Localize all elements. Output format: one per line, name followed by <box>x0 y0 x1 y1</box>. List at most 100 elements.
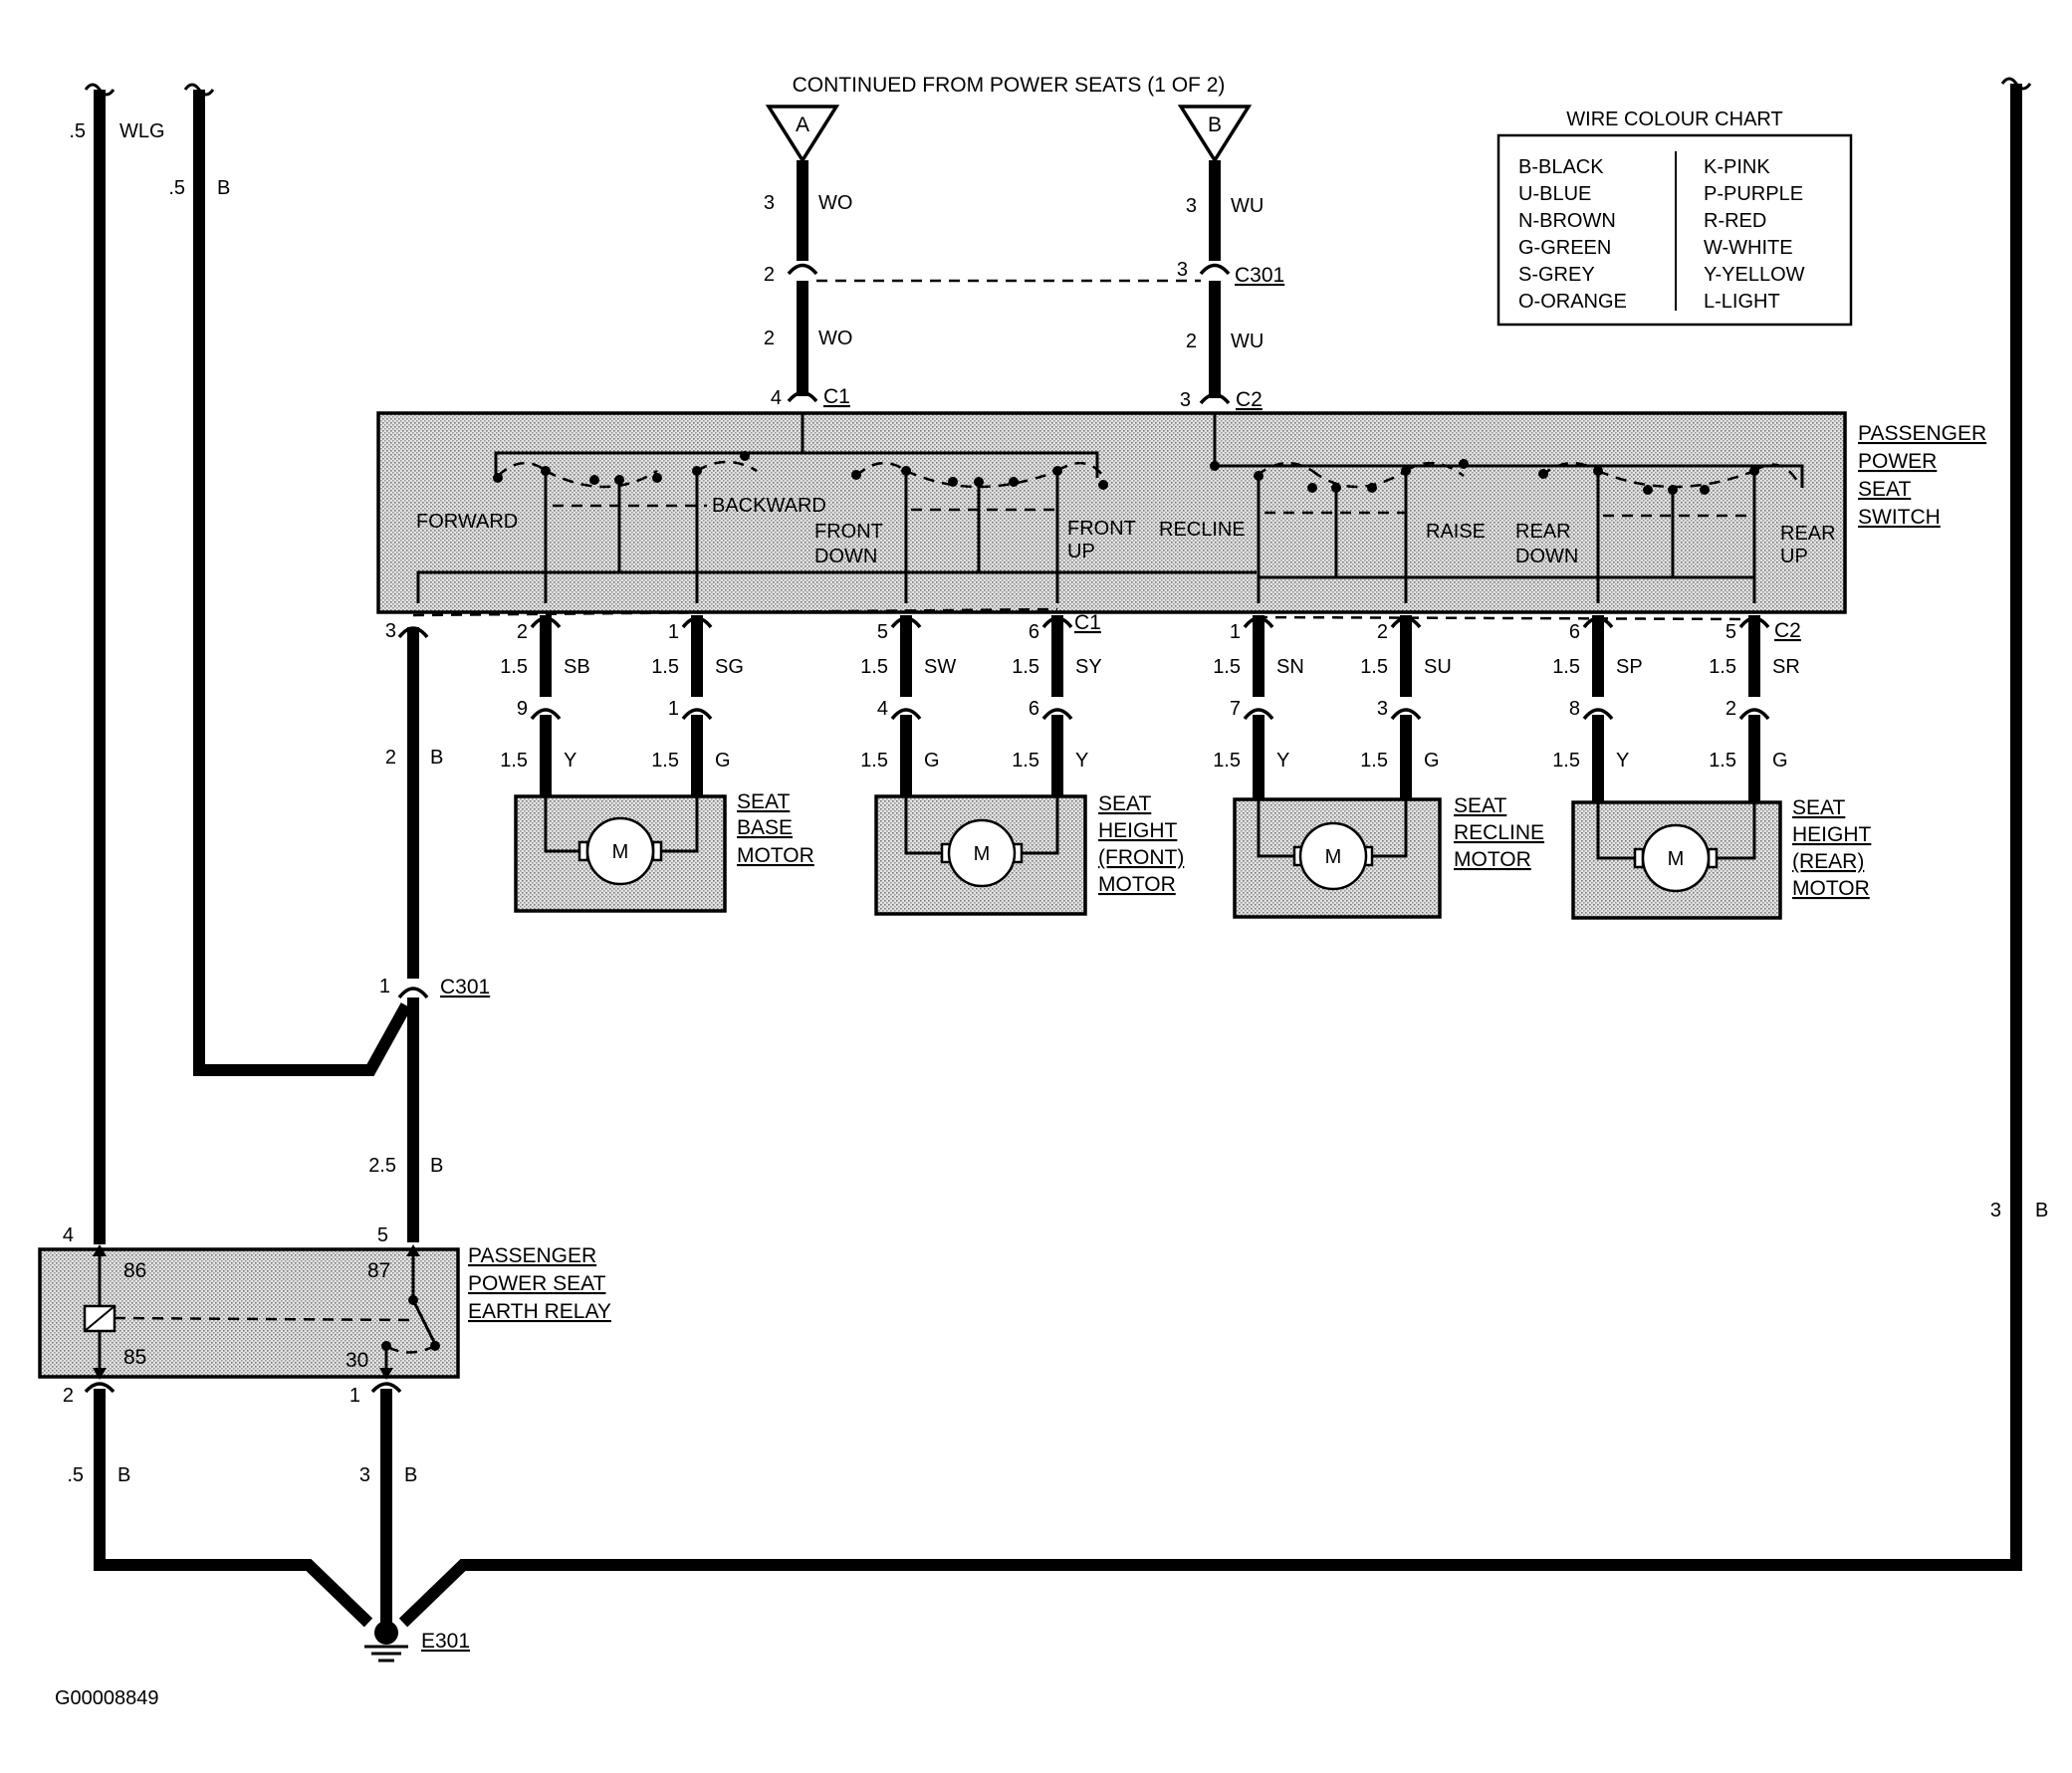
switch-name-label: PASSENGER POWER SEAT SWITCH <box>1858 422 1986 529</box>
colour-chart-entry: L-LIGHT <box>1704 291 1780 313</box>
seat-base-motor-label: SEAT BASE MOTOR <box>737 790 814 867</box>
output-color: SB <box>564 656 590 678</box>
motor-conn-pin: 2 <box>1726 698 1736 720</box>
switch-name-line: SEAT <box>1858 478 1911 501</box>
output-pin: 6 <box>1029 621 1039 643</box>
output-color: SR <box>1772 656 1800 678</box>
output-gauge: 1.5 <box>500 656 528 678</box>
ground-left-color: B <box>117 1464 130 1486</box>
output-color: SP <box>1616 656 1643 678</box>
c301-left-label: C301 <box>440 976 490 998</box>
terminal-b: B <box>1177 105 1253 164</box>
wire-switch-ground: 3 2 B 1 C301 2.5 B <box>368 620 490 1242</box>
motor-label-line: SEAT <box>1454 794 1506 817</box>
motor-gauge: 1.5 <box>860 750 888 772</box>
colour-chart-entry: P-PURPLE <box>1704 183 1803 205</box>
ground-mid-color: B <box>404 1464 417 1486</box>
output-color: SG <box>715 656 744 678</box>
motor-label-line: MOTOR <box>1792 877 1870 900</box>
colour-chart-entry: S-GREY <box>1518 264 1595 286</box>
label-front-down: FRONT <box>814 521 883 543</box>
output-gauge: 1.5 <box>1552 656 1580 678</box>
relay-terminal-86: 86 <box>123 1259 146 1282</box>
c301-left-pin: 2 <box>764 264 775 286</box>
motor-color: Y <box>1616 750 1629 772</box>
motor-conn-pin: 7 <box>1230 698 1241 720</box>
colour-chart-entry: G-GREEN <box>1518 237 1611 259</box>
terminal-a-label: A <box>796 113 809 136</box>
mid-gauge: 2.5 <box>368 1155 396 1177</box>
label-rear-down: REAR <box>1515 521 1571 543</box>
colour-chart-entry: Y-YELLOW <box>1704 264 1805 286</box>
motor-gauge: 1.5 <box>1012 750 1039 772</box>
output-gauge: 1.5 <box>1012 656 1039 678</box>
switch-out-pin: 3 <box>385 620 396 642</box>
motor-label-line: BASE <box>737 816 793 839</box>
wire-b-color: WU <box>1231 195 1264 217</box>
motor-label-line: (FRONT) <box>1098 846 1184 869</box>
output-color: SU <box>1424 656 1452 678</box>
motor-conn-pin: 6 <box>1029 698 1039 720</box>
label-rear-down: DOWN <box>1515 546 1578 567</box>
switch-out-gauge: 2 <box>385 747 396 769</box>
motor-symbol: M <box>1668 848 1685 870</box>
top-wire-b: 3 WU 3 C301 2 WU 3 C2 <box>1177 160 1284 411</box>
output-pin: 2 <box>1377 621 1388 643</box>
ground-label: E301 <box>421 1630 470 1653</box>
c301-top-label: C301 <box>1235 264 1284 287</box>
label-rear-up: UP <box>1780 546 1808 567</box>
colour-chart-title: WIRE COLOUR CHART <box>1566 109 1782 130</box>
label-front-up: UP <box>1067 541 1095 562</box>
right-color: B <box>2035 1200 2048 1221</box>
ground-symbol-icon <box>364 1621 408 1662</box>
wire-b-pin: 3 <box>1186 195 1197 217</box>
relay-pin-2: 2 <box>63 1385 74 1407</box>
c301-right-pin: 3 <box>1177 259 1188 281</box>
relay-terminal-30: 30 <box>345 1349 368 1372</box>
motor-label-line: (REAR) <box>1792 850 1864 873</box>
output-pin: 2 <box>517 621 528 643</box>
c2-top-pin: 3 <box>1180 389 1191 411</box>
motor-color: Y <box>564 750 576 772</box>
seat-recline-motor: M <box>1233 797 1442 919</box>
seat-height-rear-motor: M <box>1571 800 1782 920</box>
seat-height-front-motor: M <box>874 794 1087 916</box>
motor-gauge: 1.5 <box>500 750 528 772</box>
motor-label-line: MOTOR <box>1098 873 1176 896</box>
label-rear-up: REAR <box>1780 523 1836 545</box>
motor-color: G <box>1772 750 1788 772</box>
colour-chart-entry: K-PINK <box>1704 156 1770 178</box>
switch-name-line: PASSENGER <box>1858 422 1986 445</box>
seat-height-front-motor-label: SEAT HEIGHT (FRONT) MOTOR <box>1098 792 1184 896</box>
output-gauge: 1.5 <box>1213 656 1241 678</box>
motor-gauge: 1.5 <box>1360 750 1388 772</box>
relay-pin-5: 5 <box>377 1224 388 1246</box>
motor-conn-pin: 4 <box>877 698 888 720</box>
wire-a-low-pin: 2 <box>764 328 775 349</box>
wire-b-low-pin: 2 <box>1186 331 1197 352</box>
output-color: SY <box>1075 656 1102 678</box>
label-forward: FORWARD <box>416 511 518 533</box>
relay-pin-1: 1 <box>349 1385 360 1407</box>
output-color: SN <box>1276 656 1304 678</box>
output-gauge: 1.5 <box>1360 656 1388 678</box>
continued-from-label: CONTINUED FROM POWER SEATS (1 OF 2) <box>793 74 1226 97</box>
c1-bottom-label: C1 <box>1074 611 1101 634</box>
c1-bottom-link <box>412 607 1058 617</box>
motor-color: G <box>715 750 731 772</box>
wire-b-left: .5 B <box>168 83 412 1076</box>
right-gauge: 3 <box>1990 1200 2001 1221</box>
wire-b-low-color: WU <box>1231 331 1264 352</box>
output-pin: 1 <box>1230 621 1241 643</box>
wire-a-color: WO <box>818 192 852 214</box>
relay-name-label: PASSENGER POWER SEAT EARTH RELAY <box>468 1244 611 1323</box>
terminal-b-label: B <box>1208 113 1222 136</box>
colour-chart-entry: W-WHITE <box>1704 237 1793 259</box>
seat-base-motor: M <box>514 794 727 913</box>
c1-top-label: C1 <box>823 385 850 408</box>
switch-out-color: B <box>430 747 443 769</box>
